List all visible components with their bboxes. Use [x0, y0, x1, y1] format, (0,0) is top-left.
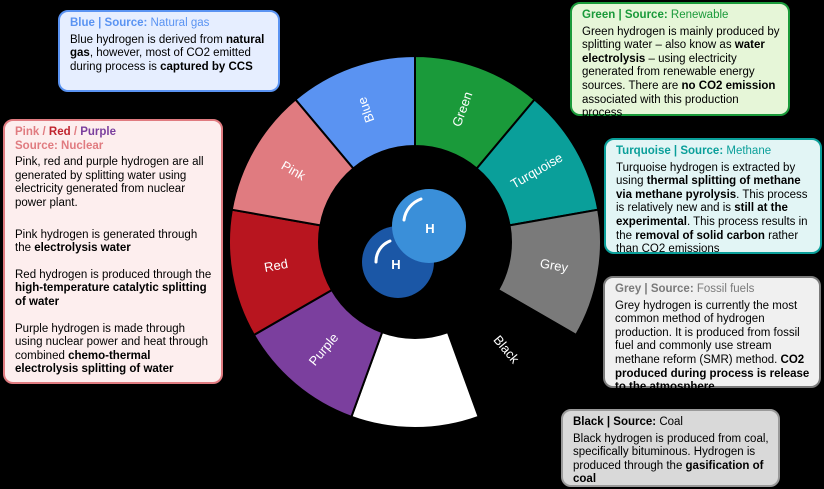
- card-black-body: Black hydrogen is produced from coal, sp…: [573, 432, 769, 486]
- card-pink-source: Source: Nuclear: [15, 139, 104, 152]
- wheel-label-red: Red: [263, 256, 289, 275]
- wheel-label-white: White: [409, 366, 424, 399]
- card-blue: Blue | Source: Natural gas Blue hydrogen…: [58, 10, 280, 92]
- wheel-label-grey: Grey: [539, 256, 570, 276]
- card-grey: Grey | Source: Fossil fuels Grey hydroge…: [603, 276, 821, 393]
- card-grey-body: Grey hydrogen is currently the most comm…: [615, 299, 810, 394]
- card-green: Green | Source: Renewable Green hydrogen…: [570, 2, 790, 119]
- card-pink-p3: Red hydrogen is produced through the hig…: [15, 268, 212, 308]
- card-turquoise-header: Turquoise | Source: Methane: [616, 145, 772, 157]
- card-green-body: Green hydrogen is mainly produced by spl…: [582, 25, 780, 120]
- card-blue-body: Blue hydrogen is derived from natural ga…: [70, 33, 265, 73]
- card-grey-header: Grey | Source: Fossil fuels: [615, 283, 755, 295]
- card-turquoise-body: Turquoise hydrogen is extracted by using…: [616, 161, 808, 256]
- molecule-atom-2: H: [425, 221, 434, 236]
- hydrogen-molecule-icon: H H: [362, 189, 466, 298]
- card-pink-p1: Pink, red and purple hydrogen are all ge…: [15, 156, 204, 209]
- card-black: Black | Source: Coal Black hydrogen is p…: [561, 409, 780, 487]
- card-turquoise: Turquoise | Source: Methane Turquoise hy…: [604, 138, 822, 256]
- molecule-atom-1: H: [391, 257, 400, 272]
- card-pink-header: Pink / Red / Purple: [15, 126, 117, 138]
- card-black-header: Black | Source: Coal: [573, 416, 683, 428]
- card-green-header: Green | Source: Renewable: [582, 9, 729, 21]
- card-pink-red-purple: Pink / Red / Purple Source: Nuclear Pink…: [3, 119, 223, 384]
- card-pink-p4: Purple hydrogen is made through using nu…: [15, 322, 209, 376]
- card-pink-p2: Pink hydrogen is generated through the e…: [15, 228, 198, 255]
- card-blue-header: Blue | Source: Natural gas: [70, 17, 210, 29]
